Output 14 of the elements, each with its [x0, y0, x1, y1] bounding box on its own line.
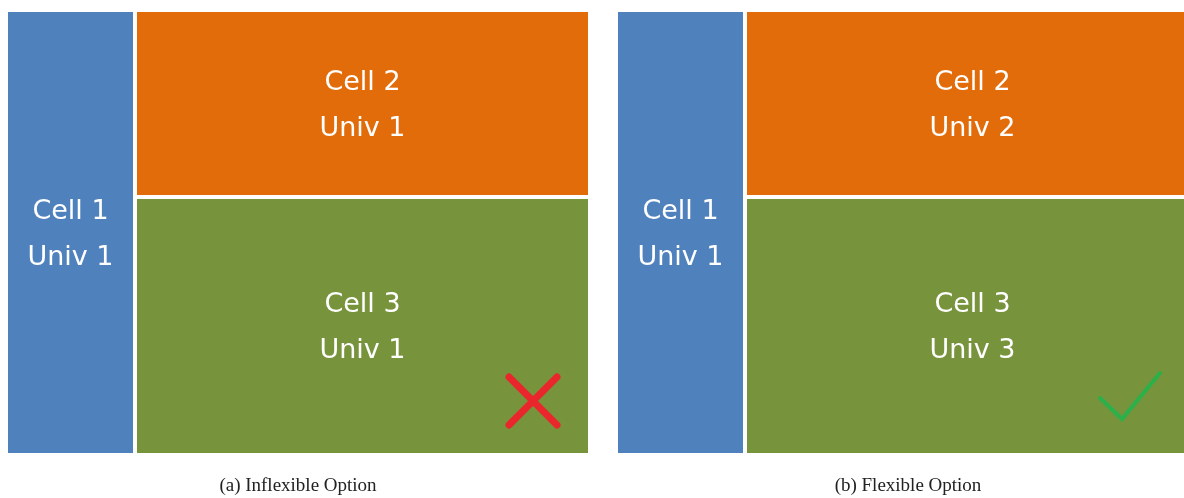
- cell-block: [747, 199, 1184, 453]
- cell-block: [137, 199, 588, 453]
- subfigure-caption: (b) Flexible Option: [834, 474, 982, 496]
- cell-label: Cell 3 Univ 1: [318, 286, 407, 366]
- cell-label: Cell 2 Univ 1: [318, 63, 407, 144]
- cell-label: Cell 2 Univ 2: [928, 63, 1017, 144]
- subfigure-caption: (a) Inflexible Option: [219, 474, 377, 496]
- cell-block: [747, 12, 1184, 195]
- cell-label: Cell 1 Univ 1: [636, 192, 725, 273]
- cell-label: Cell 3 Univ 3: [928, 286, 1017, 366]
- cell-label: Cell 1 Univ 1: [26, 192, 115, 273]
- cell-block: [137, 12, 588, 195]
- cell-block: [618, 12, 743, 453]
- cell-block: [8, 12, 133, 453]
